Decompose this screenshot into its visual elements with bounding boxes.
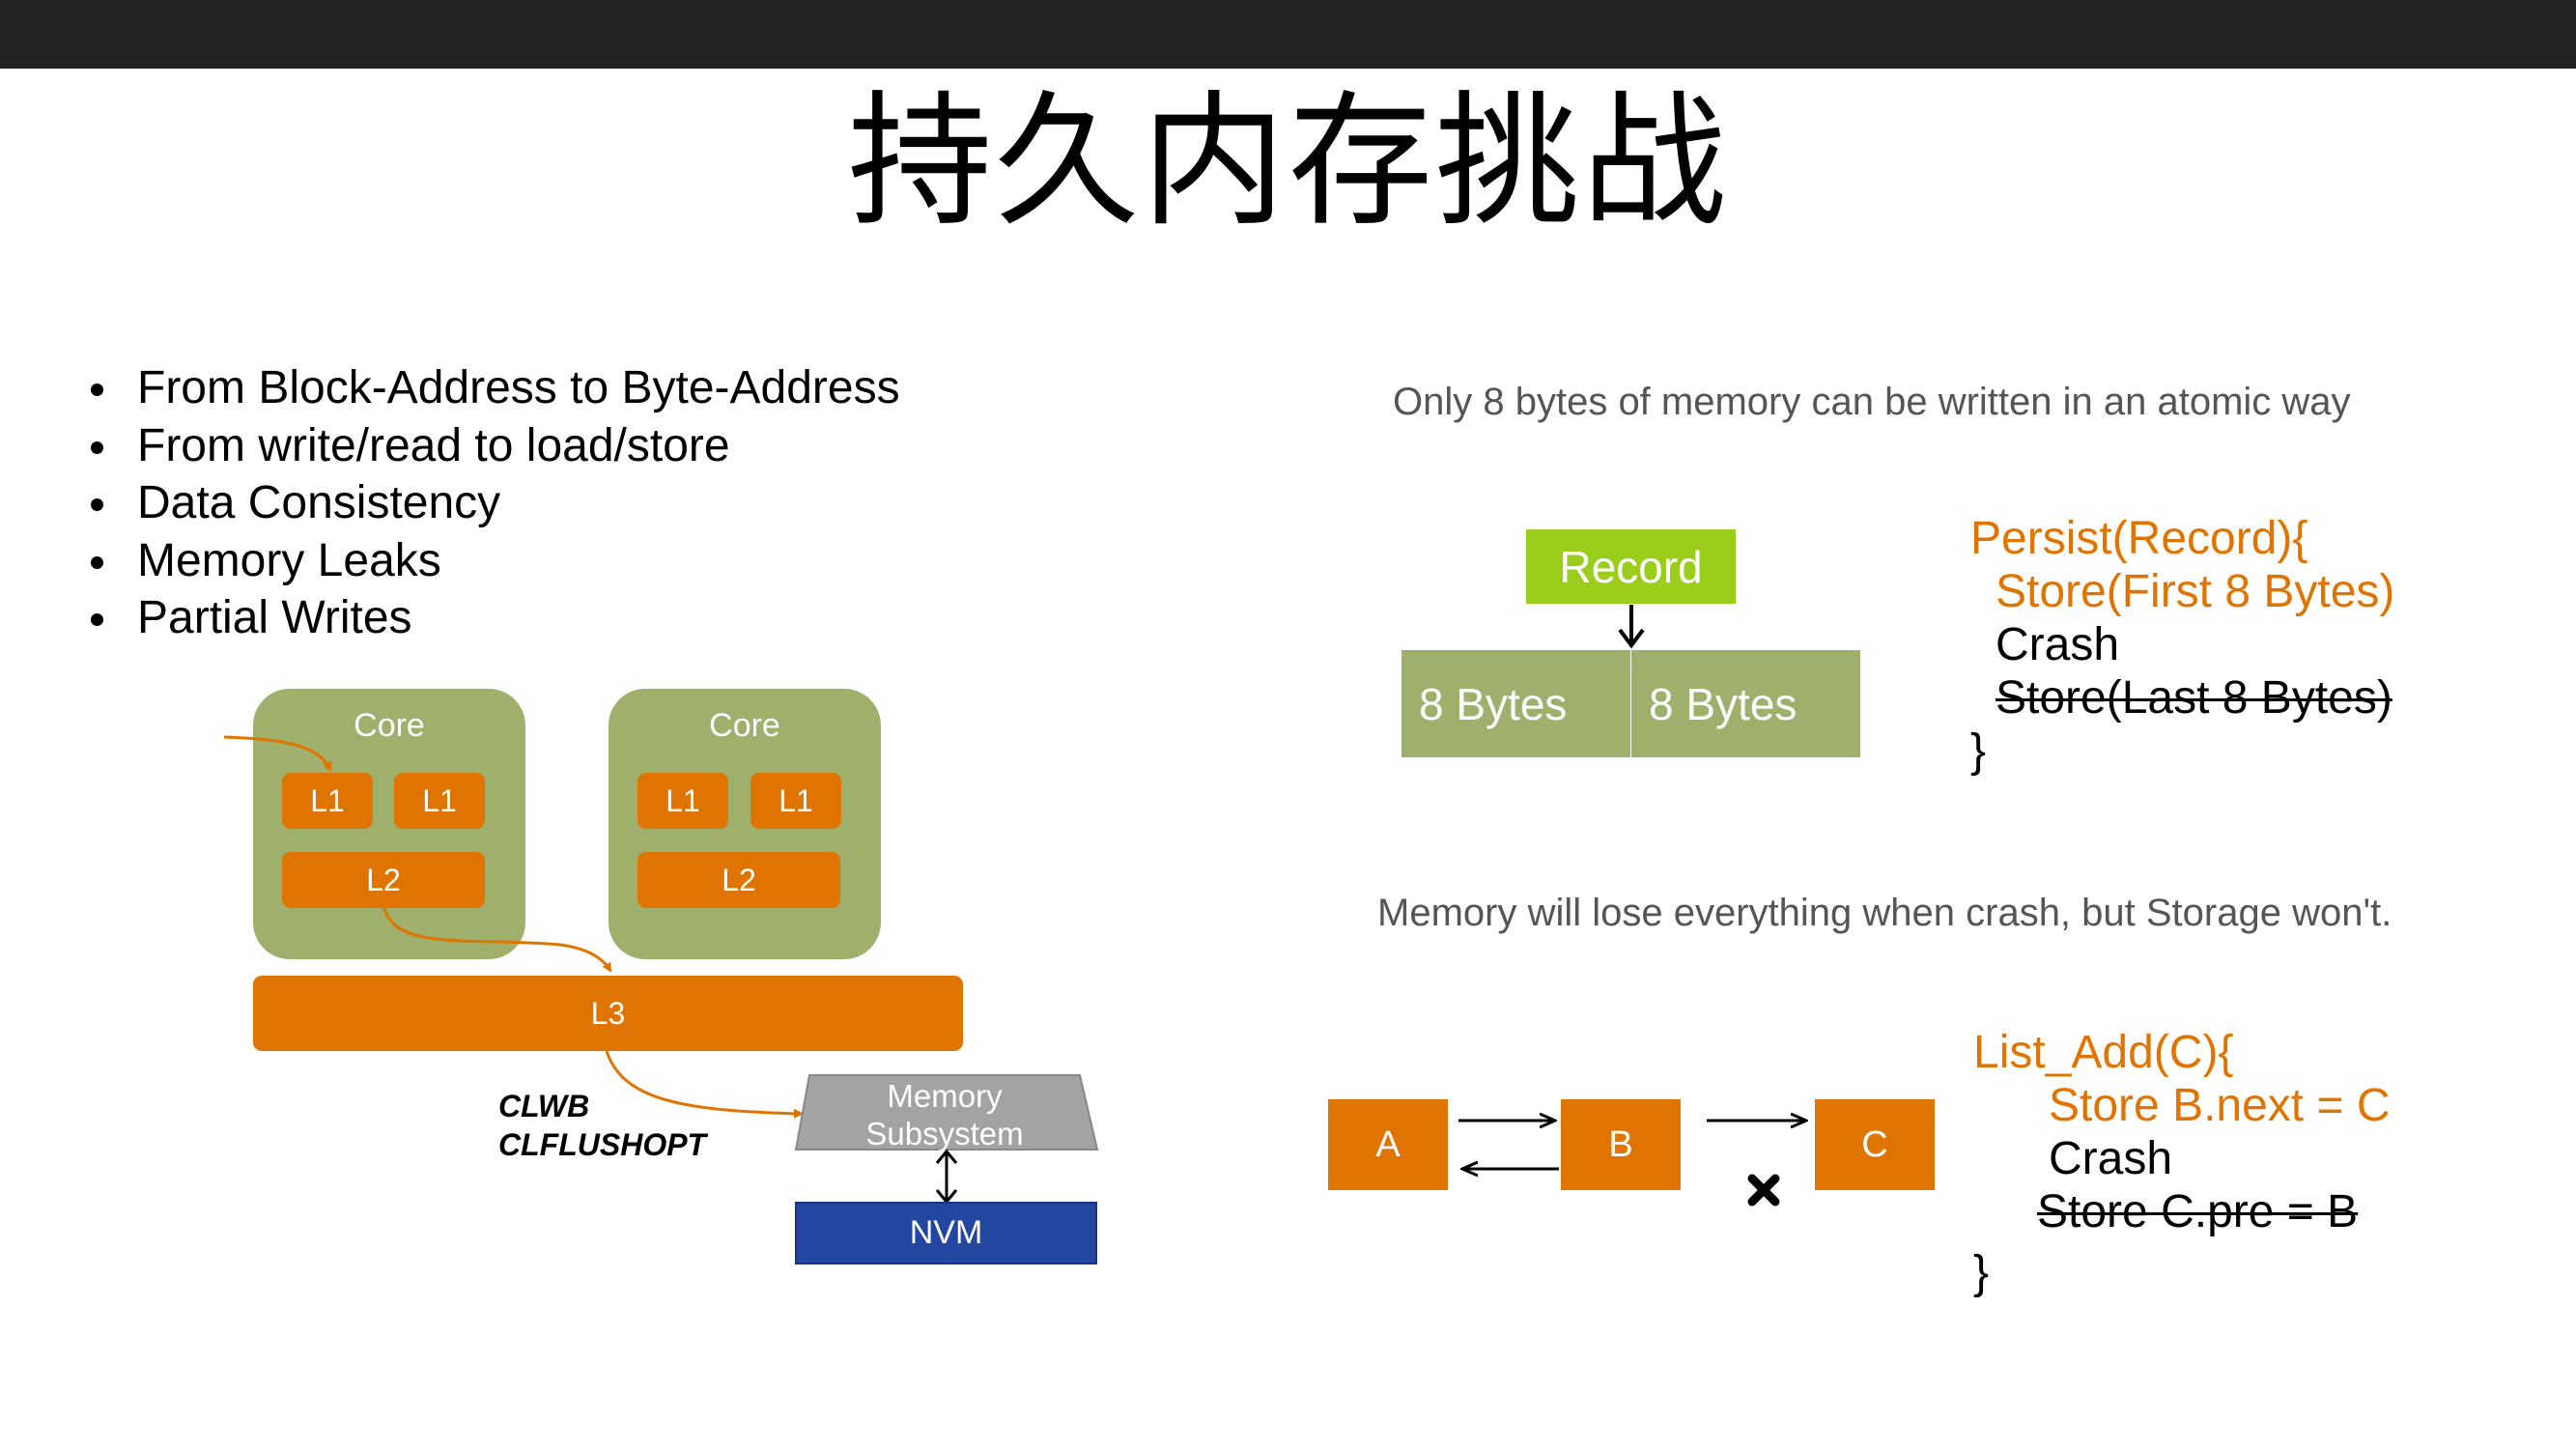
persist-code-line: } (1970, 725, 1987, 777)
clflushopt-label: CLFLUSHOPT (498, 1127, 707, 1162)
bytes-cell-2: 8 Bytes (1631, 650, 1860, 757)
core-2-l1-a: L1 (637, 773, 728, 829)
core-1-l2: L2 (282, 852, 485, 908)
flow-arrow-l3-to-memory (605, 1050, 804, 1119)
list-add-code-line: Crash (2049, 1133, 2173, 1184)
list-add-code-line-struck: Store C.pre = B (2037, 1186, 2359, 1237)
bytes-cell-1: 8 Bytes (1401, 650, 1630, 757)
bullet-list: From Block-Address to Byte-Address From … (87, 359, 900, 647)
persist-code-line: Crash (1996, 619, 2120, 670)
bullet-item: From write/read to load/store (87, 417, 900, 475)
persist-code-line-struck: Store(Last 8 Bytes) (1996, 672, 2392, 724)
bullet-item: From Block-Address to Byte-Address (87, 359, 900, 417)
node-a: A (1328, 1099, 1448, 1190)
bullet-item: Data Consistency (87, 474, 900, 532)
core-1-l1-a: L1 (282, 773, 373, 829)
l3-cache: L3 (253, 976, 963, 1051)
node-c: C (1815, 1099, 1935, 1190)
cross-mark (1747, 1174, 1780, 1207)
core-1-l1-b: L1 (394, 773, 485, 829)
persist-code-line: Store(First 8 Bytes) (1996, 566, 2395, 617)
flush-instructions: CLWB CLFLUSHOPT (498, 1087, 706, 1164)
memory-subsystem-shape (794, 1074, 1099, 1151)
bullet-item: Partial Writes (87, 589, 900, 647)
core-1-label: Core (354, 707, 425, 744)
memory-subsystem-label: Memory Subsystem (865, 1078, 1024, 1151)
atomic-note: Only 8 bytes of memory can be written in… (1393, 381, 2351, 423)
top-bar (0, 0, 2576, 69)
core-2-label: Core (709, 707, 780, 744)
clwb-label: CLWB (498, 1089, 590, 1123)
flow-arrow-into-l1 (223, 735, 332, 772)
list-add-code-line: Store B.next = C (2049, 1080, 2391, 1131)
node-b: B (1561, 1099, 1681, 1190)
list-add-code: List_Add(C){ Store B.next = C Crash Stor… (1973, 1026, 2391, 1299)
list-add-code-line: List_Add(C){ (1973, 1027, 2234, 1078)
memory-note: Memory will lose everything when crash, … (1377, 892, 2392, 934)
nvm-box: NVM (795, 1202, 1097, 1264)
core-2-l2: L2 (637, 852, 840, 908)
bullet-item: Memory Leaks (87, 532, 900, 590)
slide-title: 持久内存挑战 (847, 78, 1729, 246)
persist-code-line: Persist(Record){ (1970, 513, 2308, 564)
list-add-code-line: } (1973, 1247, 1990, 1298)
flow-arrow-l2-to-l3 (382, 907, 612, 973)
core-2-l1-b: L1 (750, 773, 841, 829)
persist-code: Persist(Record){ Store(First 8 Bytes) Cr… (1970, 512, 2394, 778)
nvm-label: NVM (909, 1214, 983, 1251)
record-box: Record (1526, 529, 1736, 604)
